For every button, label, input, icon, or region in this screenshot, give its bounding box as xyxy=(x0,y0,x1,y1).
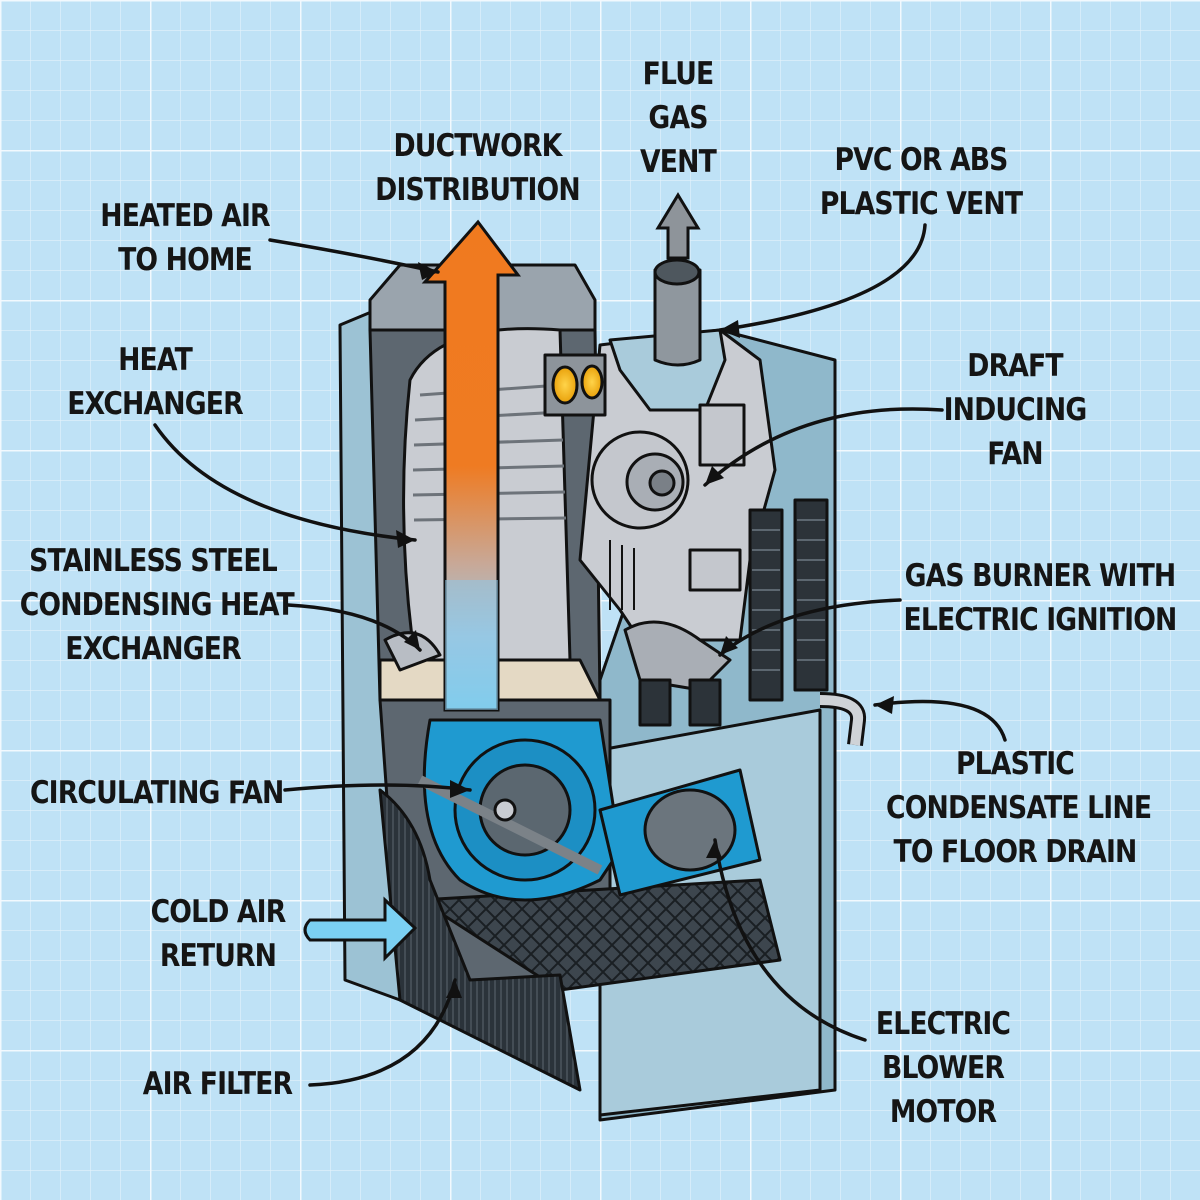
cold-air-arrow xyxy=(303,896,418,962)
air-filter xyxy=(378,788,582,1092)
flue-exhaust-arrow xyxy=(655,192,701,260)
indicator-light xyxy=(551,365,579,405)
louver-panel xyxy=(688,678,722,727)
label-air-filter: AIR FILTER xyxy=(142,1066,293,1102)
louver-panel xyxy=(748,508,784,702)
plastic-vent-pipe xyxy=(653,268,702,367)
label-circulating-fan: CIRCULATING FAN xyxy=(29,775,284,811)
louver-panel xyxy=(793,498,829,692)
gas-burner xyxy=(623,620,732,692)
leader-arrowheads xyxy=(396,262,894,998)
louver-panel xyxy=(638,678,672,727)
furnace-illustration xyxy=(338,258,866,1122)
indicator-light xyxy=(580,364,604,400)
